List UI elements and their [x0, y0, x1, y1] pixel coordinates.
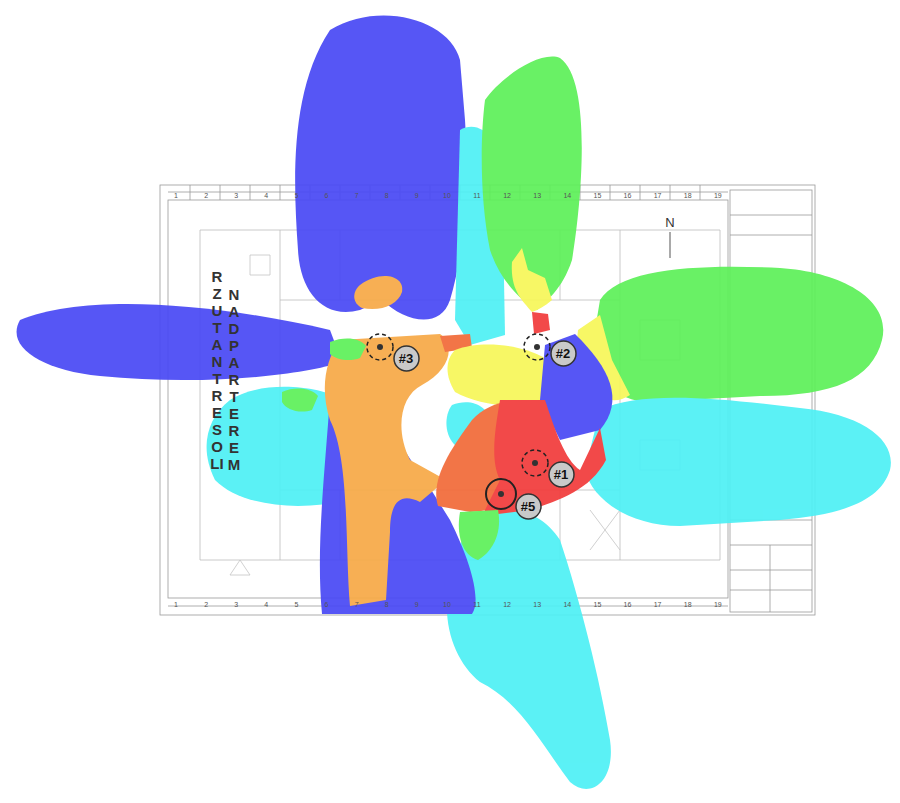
callout-number: #5 [515, 493, 542, 520]
callout-text: #5 [521, 499, 535, 514]
coverage-areas [17, 16, 891, 789]
sheet-title: RZUT ANTRESOLI [210, 268, 225, 472]
grid-number: 17 [654, 192, 662, 199]
grid-number: 19 [714, 192, 722, 199]
ap-dot [377, 344, 383, 350]
access-point-markers [367, 232, 670, 509]
coverage-area [354, 276, 402, 309]
callout-number: #3 [393, 345, 420, 372]
coverage-area [482, 400, 606, 516]
coverage-area [282, 339, 366, 412]
grid-number: 15 [594, 192, 602, 199]
grid-number: 6 [325, 192, 329, 199]
grid-number: 3 [234, 192, 238, 199]
callout-circle-shape [549, 462, 574, 487]
grid-number: 6 [325, 601, 329, 608]
grid-number: 1 [174, 601, 178, 608]
callout-text: #2 [556, 346, 570, 361]
grid-number: 12 [503, 601, 511, 608]
grid-number: 18 [684, 601, 692, 608]
grid-number: 9 [415, 601, 419, 608]
callout-circle-shape [516, 494, 541, 519]
grid-number: 2 [204, 192, 208, 199]
coverage-area [585, 398, 891, 526]
ap-range-ring [524, 334, 550, 360]
grid-number: 11 [473, 192, 480, 199]
grid-number: 5 [294, 601, 298, 608]
coverage-area [448, 344, 551, 405]
grid-number: 16 [624, 601, 632, 608]
callout-circle-shape [551, 341, 576, 366]
ap-range-ring [367, 334, 393, 360]
callout-number: #1 [548, 461, 575, 488]
grid-number: 4 [264, 601, 268, 608]
grid-number: 10 [443, 192, 451, 199]
callout-text: #1 [554, 467, 568, 482]
ap-range-ring [486, 479, 516, 509]
grid-number: 9 [415, 192, 419, 199]
grid-number: 7 [355, 601, 359, 608]
grid-number: 14 [563, 601, 571, 608]
ap-dot [498, 491, 504, 497]
coverage-area [459, 510, 499, 560]
coverage-area [532, 312, 550, 334]
north-arrow [670, 232, 671, 258]
ap-dot [534, 344, 540, 350]
title-block [730, 190, 812, 612]
sheet-title: NAD PARTEREM [227, 286, 242, 473]
coverage-area [594, 267, 883, 402]
grid-number: 13 [533, 192, 541, 199]
grid-number: 11 [473, 601, 480, 608]
coverage-area [325, 334, 449, 606]
north-label: N [665, 216, 674, 229]
grid-number: 12 [503, 192, 511, 199]
grid-number: 13 [533, 601, 541, 608]
ap-range-ring [522, 450, 548, 476]
grid-number: 16 [624, 192, 632, 199]
grid-number: 15 [594, 601, 602, 608]
ap-dot [532, 460, 538, 466]
callout-number: #2 [550, 340, 577, 367]
grid-number: 17 [654, 601, 662, 608]
grid-number: 5 [294, 192, 298, 199]
coverage-area [295, 16, 466, 320]
grid-number: 3 [234, 601, 238, 608]
callout-text: #3 [399, 351, 413, 366]
grid-number: 8 [385, 192, 389, 199]
grid-number: 8 [385, 601, 389, 608]
grid-number: 7 [355, 192, 359, 199]
coverage-area [447, 509, 611, 789]
coverage-area [512, 248, 552, 312]
grid-number: 4 [264, 192, 268, 199]
grid-number: 19 [714, 601, 722, 608]
grid-number: 1 [174, 192, 178, 199]
callout-circle-shape [394, 346, 419, 371]
grid-number: 18 [684, 192, 692, 199]
grid-number: 2 [204, 601, 208, 608]
grid-number: 14 [563, 192, 571, 199]
coverage-area [17, 304, 342, 380]
grid-number: 10 [443, 601, 451, 608]
